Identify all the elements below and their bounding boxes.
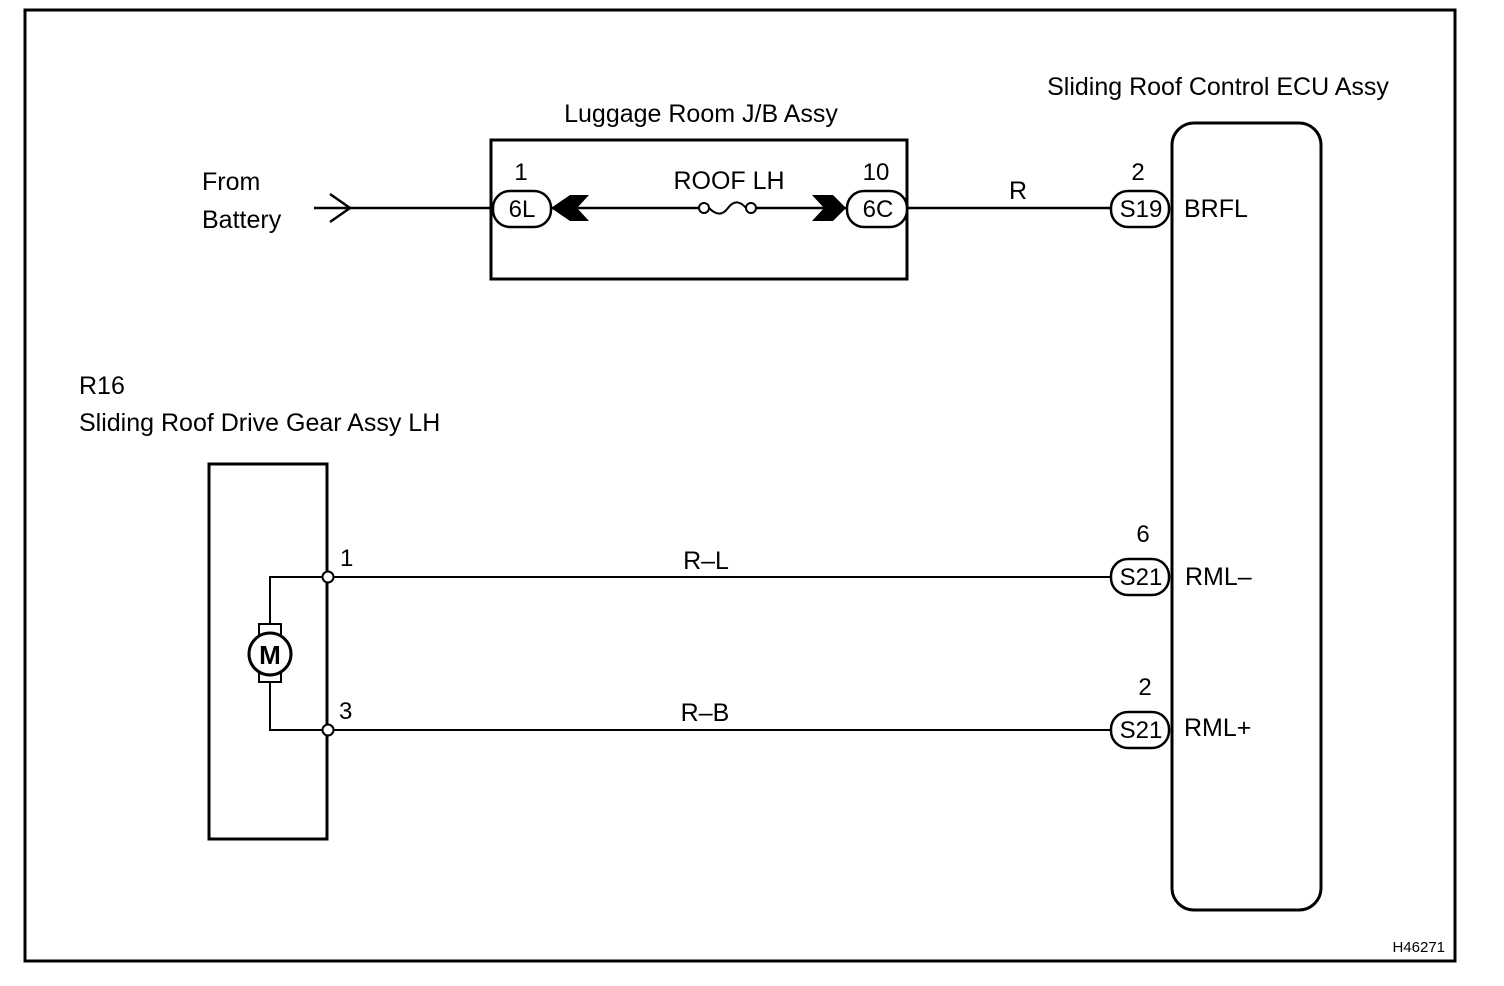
ecu-terminal-rml-plus-pin: 2 [1138, 674, 1151, 701]
jb-connector-6c-pin: 10 [863, 159, 890, 186]
motor-pin-1-node [321, 570, 335, 584]
ecu-connector-s21-rml-minus [1109, 557, 1171, 597]
jb-connector-6l-pin: 1 [514, 159, 527, 186]
jb-connector-6l-code: 6L [509, 196, 536, 223]
motor-title: Sliding Roof Drive Gear Assy LH [79, 409, 440, 437]
ecu-box [1170, 121, 1323, 912]
diagram-frame [23, 8, 1457, 963]
ecu-connector-s21-code: S21 [1120, 564, 1163, 591]
wire-r-l-label: R–L [683, 547, 729, 575]
fuse-label: ROOF LH [673, 167, 784, 195]
source-label-line2: Battery [202, 206, 282, 234]
arrow-icon [314, 192, 491, 224]
motor-pin-1-label: 1 [340, 545, 353, 572]
wire-r-label: R [1009, 177, 1027, 205]
wire-r-b-label: R–B [681, 699, 730, 727]
motor-icon: M [247, 623, 293, 683]
ecu-title: Sliding Roof Control ECU Assy [1047, 73, 1389, 101]
motor-internal-wiring [269, 464, 328, 839]
jb-title: Luggage Room J/B Assy [564, 100, 838, 128]
jb-internal-circuit [551, 195, 846, 221]
ecu-terminal-brfl-name: BRFL [1184, 195, 1248, 223]
motor-pin-3-node [321, 723, 335, 737]
ecu-terminal-rml-minus-pin: 6 [1136, 521, 1149, 548]
ecu-terminal-rml-plus-name: RML+ [1184, 714, 1251, 742]
ecu-connector-s19-code: S19 [1120, 196, 1163, 223]
connector-arrow-icon [812, 195, 846, 221]
source-label-line1: From [202, 168, 260, 196]
motor-symbol: M [259, 640, 281, 670]
motor-code: R16 [79, 372, 125, 400]
fuse-icon [698, 201, 757, 215]
motor-pin-3-label: 3 [339, 698, 352, 725]
figure-id: H46271 [1392, 939, 1445, 956]
ecu-connector-s19 [1109, 189, 1171, 229]
ecu-terminal-rml-minus-name: RML– [1185, 563, 1252, 591]
connector-arrow-icon [551, 195, 589, 221]
ecu-terminal-brfl-pin: 2 [1131, 159, 1144, 186]
jb-connector-6c-code: 6C [863, 196, 894, 223]
ecu-connector-s21-rml-plus [1109, 710, 1171, 750]
ecu-connector-s21-code: S21 [1120, 717, 1163, 744]
